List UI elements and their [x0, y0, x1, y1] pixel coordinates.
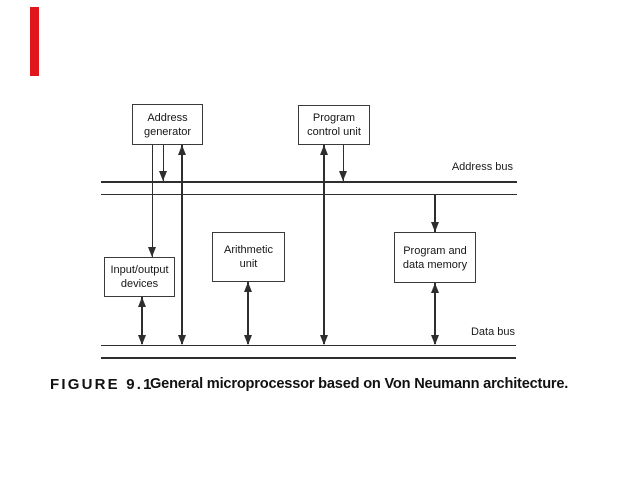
box-address-generator: Address generator — [132, 104, 203, 145]
address-bus-line-lower — [101, 193, 517, 196]
connector-addressbus-to-memory — [434, 195, 436, 232]
connector-addressgen-to-io — [151, 145, 154, 257]
arrowhead-down-databus-icon — [430, 334, 439, 345]
box-label-line: control unit — [307, 126, 361, 138]
arrowhead-down-into-io-icon — [148, 247, 156, 257]
arrowhead-down-databus-icon — [177, 334, 186, 345]
box-label-line: Program and — [403, 244, 467, 257]
connector-io-to-databus — [141, 297, 143, 344]
figure-number: FIGURE 9.1 — [50, 376, 154, 393]
data-bus-line-upper — [101, 344, 516, 347]
connector-addressgen-to-addressbus — [162, 145, 165, 181]
box-program-data-memory: Program and data memory — [394, 232, 476, 283]
data-bus-label: Data bus — [470, 326, 515, 338]
arrowhead-up-into-io-icon — [137, 297, 146, 307]
box-label-line: generator — [143, 125, 192, 138]
arrowhead-down-databus-icon — [319, 334, 328, 345]
box-label-line: Arithmetic — [224, 244, 273, 256]
connector-addressgen-to-databus — [181, 145, 183, 344]
box-label-line: Input/output — [110, 264, 169, 276]
box-input-output-devices: Input/output devices — [104, 257, 175, 297]
connector-controlunit-to-addressbus — [342, 145, 345, 181]
connector-arithmetic-to-databus — [247, 282, 249, 344]
arrowhead-down-databus-icon — [243, 334, 252, 345]
address-bus-label: Address bus — [451, 161, 513, 173]
box-label-line: data memory — [402, 258, 468, 271]
address-bus-line-upper — [101, 181, 517, 183]
box-label-line: devices — [120, 278, 159, 290]
arrowhead-down-addressbus-icon — [159, 171, 167, 181]
data-bus-line-lower — [101, 357, 516, 359]
connector-controlunit-to-databus — [323, 145, 325, 344]
connector-memory-to-databus — [434, 283, 436, 344]
arrowhead-down-databus-icon — [137, 334, 146, 345]
box-label-line: Program — [312, 112, 356, 124]
red-marker-bar — [30, 7, 39, 76]
arrowhead-up-into-addressgen-icon — [177, 145, 186, 155]
box-label-line: unit — [239, 258, 258, 270]
arrowhead-up-into-memory-icon — [430, 283, 439, 293]
figure-caption: FIGURE 9.1 General microprocessor based … — [0, 376, 638, 396]
arrowhead-up-into-controlunit-icon — [319, 145, 328, 155]
box-arithmetic-unit: Arithmetic unit — [212, 232, 285, 282]
arrowhead-down-into-memory-icon — [430, 222, 439, 232]
box-label-line: Address — [147, 111, 188, 124]
box-program-control-unit: Program control unit — [298, 105, 370, 145]
figure-caption-text: General microprocessor based on Von Neum… — [150, 376, 569, 392]
arrowhead-up-into-arithmetic-icon — [243, 282, 252, 292]
arrowhead-down-addressbus-icon — [339, 171, 347, 181]
